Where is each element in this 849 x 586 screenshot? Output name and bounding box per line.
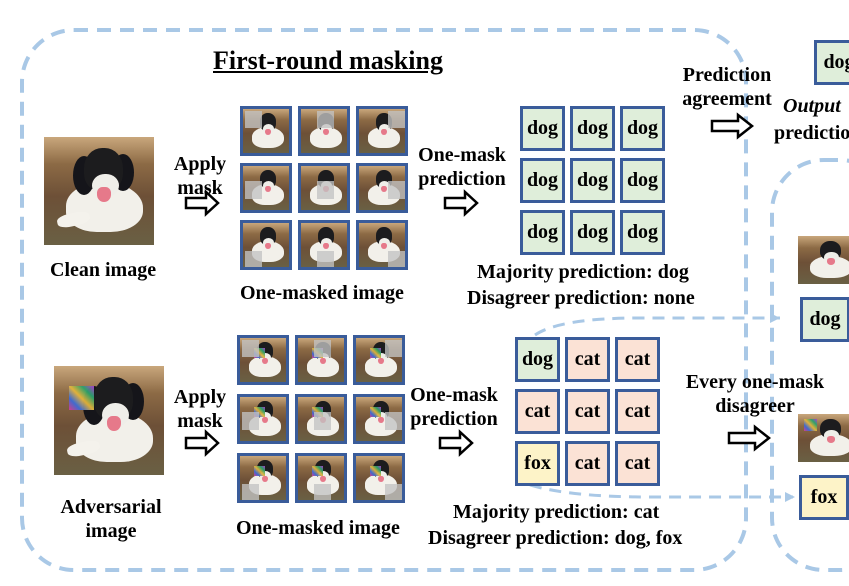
masked-thumbnail [298, 163, 350, 213]
prediction-cell-dog: dog [570, 158, 615, 203]
masked-thumbnail [240, 106, 292, 156]
clean-image-caption: Clean image [50, 259, 157, 281]
first-round-box [20, 28, 748, 572]
prediction-cell-dog: dog [520, 210, 565, 255]
masked-thumbnail [240, 220, 292, 270]
prediction-cell-cat: cat [615, 337, 660, 382]
masked-thumbnail [295, 335, 347, 385]
prediction-cell-dog: dog [570, 106, 615, 151]
prediction-cell-cat: cat [515, 389, 560, 434]
adversarial-masked-caption: One-masked image [236, 517, 400, 539]
masked-thumbnail [237, 453, 289, 503]
adversarial-majority-text: Majority prediction: cat [453, 501, 660, 523]
clean-disagreer-text: Disagreer prediction: none [467, 287, 695, 309]
clean-majority-text: Majority prediction: dog [477, 261, 689, 283]
prediction-cell-fox: fox [515, 441, 560, 486]
prediction-cell-dog: dog [620, 210, 665, 255]
hollow-right-arrow-icon [710, 112, 755, 140]
prediction-cell-dog: dog [620, 106, 665, 151]
prediction-cell-cat: cat [615, 389, 660, 434]
masked-thumbnail [353, 335, 405, 385]
dog-connector-arrowhead [770, 313, 780, 323]
prediction-cell-dog: dog [620, 158, 665, 203]
second-round-fox-cell: fox [799, 475, 849, 520]
adversarial-disagreer-text: Disagreer prediction: dog, fox [428, 527, 683, 549]
second-round-fox-thumb [798, 414, 849, 462]
clean-masked-caption: One-masked image [240, 282, 404, 304]
prediction-cell-dog: dog [570, 210, 615, 255]
masked-thumbnail [356, 220, 408, 270]
hollow-right-arrow-icon [438, 429, 474, 457]
prediction-cell-dog: dog [520, 158, 565, 203]
output-label: Output [783, 95, 841, 117]
masked-thumbnail [298, 220, 350, 270]
masked-thumbnail [356, 163, 408, 213]
prediction-cell-dog: dog [515, 337, 560, 382]
prediction-cell-cat: cat [615, 441, 660, 486]
second-round-dog-cell: dog [800, 297, 849, 342]
hollow-right-arrow-icon [184, 429, 220, 457]
dog-disagreer-connector [534, 316, 780, 337]
fox-disagreer-connector [529, 483, 793, 499]
diagram-title: First-round masking [213, 46, 443, 75]
second-round-dog-thumb [798, 236, 849, 284]
prediction-cell-cat: cat [565, 441, 610, 486]
output-dog-cell: dog [814, 40, 849, 85]
prediction-cell-dog: dog [520, 106, 565, 151]
masked-thumbnail [353, 394, 405, 444]
masked-thumbnail [240, 163, 292, 213]
hollow-right-arrow-icon [443, 189, 479, 217]
prediction-cell-cat: cat [565, 389, 610, 434]
clean-dog-image [44, 137, 154, 245]
masked-thumbnail [356, 106, 408, 156]
hollow-right-arrow-icon [184, 189, 220, 217]
adversarial-dog-image [54, 366, 164, 475]
output-prediction-label: prediction [774, 122, 849, 144]
masked-thumbnail [237, 394, 289, 444]
masked-thumbnail [237, 335, 289, 385]
masked-thumbnail [295, 394, 347, 444]
masked-thumbnail [353, 453, 405, 503]
hollow-right-arrow-icon [727, 424, 772, 452]
masked-thumbnail [295, 453, 347, 503]
fox-connector-arrowhead [785, 492, 795, 502]
masked-thumbnail [298, 106, 350, 156]
second-round-box [770, 158, 849, 572]
prediction-cell-cat: cat [565, 337, 610, 382]
